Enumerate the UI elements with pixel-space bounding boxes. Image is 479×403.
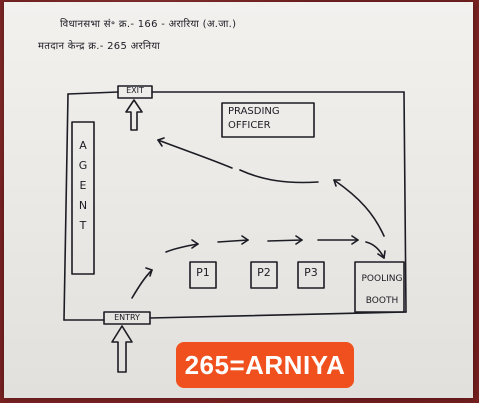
path-arrow-6 [365,241,385,259]
room-wall-left [63,93,69,321]
path-arrow-4 [267,239,303,242]
room-wall-right [403,91,407,313]
room-wall-bottom-right [149,311,407,319]
assembly-constituency-line: विधानसभा सं॰ क्र.- 166 - अरारिया (अ.जा.) [60,19,237,30]
exit-arrow-icon [125,99,143,131]
path-arrow-3 [217,239,249,243]
exit-door-box [117,85,153,99]
polling-booth-label: POOLING BOOTH [361,274,403,306]
room-wall-top-left [67,91,119,95]
entry-door-box [103,311,151,325]
agent-label: A G E N T [78,139,88,232]
p1-label: P1 [196,266,210,279]
caption-badge: 265=ARNIYA [176,342,354,388]
agent-box [71,121,95,275]
path-arrow-2 [165,243,199,253]
polling-booth-box [354,261,405,313]
p2-box [250,261,278,289]
polling-station-line: मतदान केन्द्र क्र.- 265 अरनिया [38,41,161,52]
entry-label: ENTRY [114,313,140,322]
caption-text: 265=ARNIYA [184,349,346,380]
path-arrow-8 [239,169,319,184]
path-arrow-7 [333,179,385,237]
p3-box [297,261,325,289]
p3-label: P3 [304,266,318,279]
entry-arrow-icon [111,325,133,373]
path-arrow-9 [157,139,233,169]
paper-sheet [4,2,473,398]
path-arrow-1 [131,269,153,299]
exit-label: EXIT [126,86,144,95]
presiding-officer-label: PRASDING OFFICER [228,106,280,131]
p2-label: P2 [257,266,271,279]
p1-box [189,261,217,289]
presiding-officer-box [221,102,315,138]
